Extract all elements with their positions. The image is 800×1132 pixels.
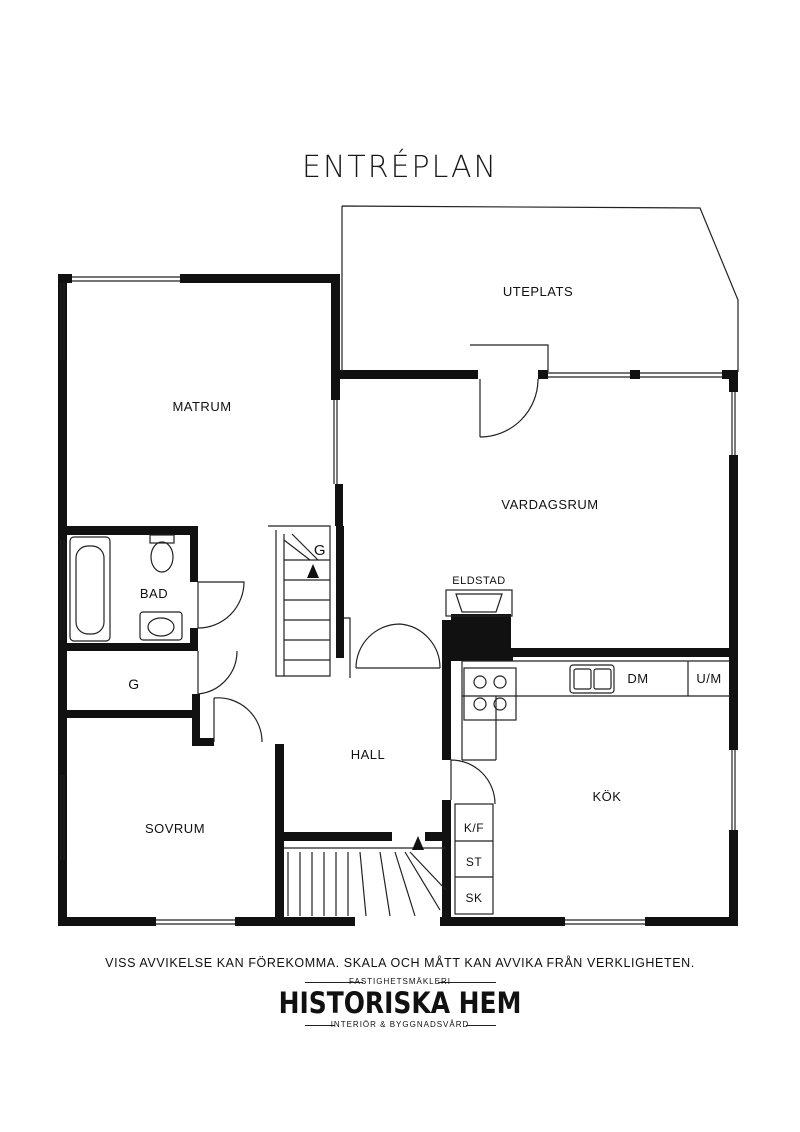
wall-sovrum-hall-b	[192, 738, 214, 746]
window-west-bad	[60, 540, 65, 640]
kitchen-door	[450, 759, 496, 805]
brand-logo-name: HISTORISKA HEM	[278, 986, 522, 1020]
wall-east-lower	[729, 830, 738, 926]
wall-kitchen-west	[442, 660, 451, 760]
window-vardagsrum-b	[640, 372, 722, 378]
label-kf: K/F	[464, 821, 484, 835]
wall-east-mid	[729, 455, 738, 750]
wall-south-a	[58, 917, 156, 926]
lower-stair-arrow	[412, 836, 424, 850]
label-g-stair: G	[314, 542, 326, 559]
wall-south-c	[440, 917, 565, 926]
closet-door	[197, 650, 238, 695]
wall-upper-stair-east	[336, 526, 344, 658]
upper-stair	[268, 525, 331, 677]
window-west-sovrum	[60, 775, 65, 860]
window-west-upper	[60, 283, 65, 360]
label-sovrum: SOVRUM	[145, 821, 205, 836]
wall-stair-top-b	[425, 832, 447, 841]
page-title: ENTRÉPLAN	[302, 150, 498, 185]
bad-door	[197, 581, 245, 629]
wall-vardagsrum-north-b	[538, 370, 548, 379]
stove	[463, 667, 517, 721]
eldstad-frame	[445, 589, 513, 617]
wall-east-upper	[729, 370, 738, 392]
window-vardagsrum-a	[548, 372, 630, 378]
appliance-stack	[454, 803, 494, 915]
wall-sovrum-east	[275, 744, 284, 922]
wall-closet-bottom	[58, 710, 198, 718]
wall-west	[58, 274, 67, 926]
wall-hearth-left	[442, 620, 451, 670]
wall-bad-bottom	[58, 643, 198, 651]
brand-rule-bottom-right	[466, 1025, 496, 1026]
wall-south-d	[645, 917, 738, 926]
label-st: ST	[466, 855, 483, 869]
label-hall: HALL	[351, 747, 386, 762]
disclaimer: VISS AVVIKELSE KAN FÖREKOMMA. SKALA OCH …	[105, 956, 695, 970]
wall-kitchen-north-b	[510, 648, 738, 657]
wall-pillar	[335, 484, 343, 526]
wall-bad-right-lower	[190, 628, 198, 650]
window-east-upper	[731, 392, 736, 455]
wall-vardagsrum-north-c	[630, 370, 640, 379]
toilet-tank	[149, 534, 175, 544]
wall-north-matrum-a	[58, 274, 72, 283]
wall-kitchen-north	[451, 652, 513, 661]
window-east-lower	[731, 750, 736, 830]
brand-rule-top-left	[305, 982, 363, 983]
hall-double-door	[355, 623, 441, 669]
wall-vardagsrum-north-a	[340, 370, 478, 379]
sovrum-door	[213, 697, 263, 743]
stair-rail	[344, 617, 351, 678]
wall-kitchen-west-lower	[442, 800, 451, 922]
wall-north-matrum-b	[180, 274, 340, 283]
label-um: U/M	[696, 671, 721, 686]
wall-south-b	[235, 917, 355, 926]
label-bad: BAD	[140, 586, 168, 601]
wall-sovrum-hall-a	[192, 694, 200, 744]
window-matrum-north	[72, 276, 180, 282]
label-matrum: MATRUM	[172, 399, 231, 414]
label-g-closet: G	[128, 676, 139, 692]
label-uteplats: UTEPLATS	[503, 284, 573, 299]
wall-matrum-east-upper	[331, 274, 340, 400]
brand-rule-bottom-left	[305, 1025, 335, 1026]
toilet-bowl	[150, 541, 174, 573]
lower-stair	[284, 847, 447, 917]
kitchen-sink	[569, 664, 615, 694]
patio-door	[479, 378, 539, 438]
bathtub	[69, 536, 111, 642]
uteplats-outline	[341, 205, 739, 372]
sink	[139, 611, 183, 641]
label-dm: DM	[627, 671, 648, 686]
wall-bad-top	[58, 526, 198, 535]
eldstad-block	[451, 614, 511, 654]
window-south-a	[156, 919, 235, 925]
patio-door-step	[470, 344, 549, 372]
window-south-b	[565, 919, 645, 925]
window-matrum-east	[333, 400, 338, 484]
brand-tagline-top: FASTIGHETSMÄKLERI	[349, 977, 451, 986]
wall-bad-right-upper	[190, 526, 198, 582]
wall-stair-top	[284, 832, 392, 841]
label-sk: SK	[465, 891, 482, 905]
label-kok: KÖK	[593, 789, 622, 804]
brand-tagline-bottom: INTERIÖR & BYGGNADSVÅRD	[330, 1020, 470, 1029]
kitchen-counter	[461, 660, 730, 761]
label-vardagsrum: VARDAGSRUM	[501, 497, 598, 512]
brand-rule-top-right	[438, 982, 496, 983]
label-eldstad: ELDSTAD	[452, 575, 505, 587]
upper-stair-arrow	[307, 564, 319, 578]
